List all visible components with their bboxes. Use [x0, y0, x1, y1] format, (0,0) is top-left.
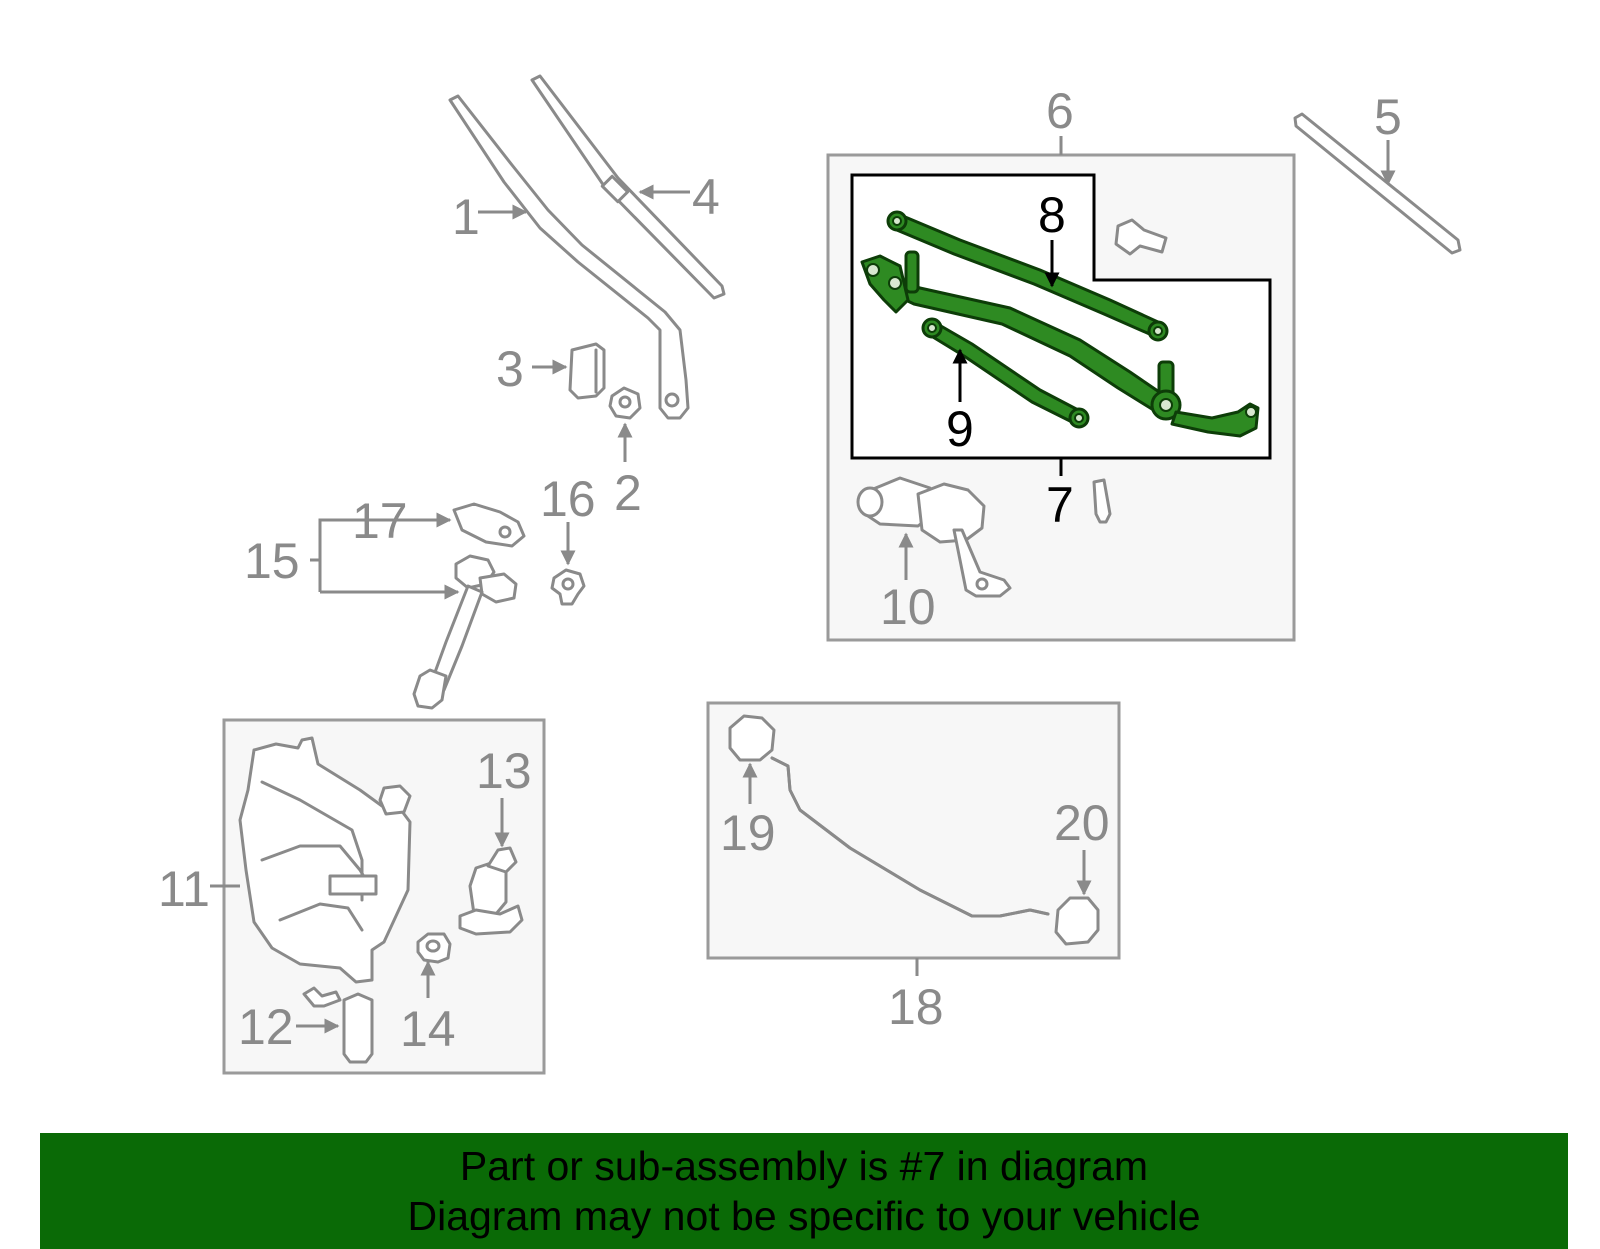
group-box-18	[706, 701, 1121, 960]
left-pivot-hole	[866, 263, 880, 277]
callout-18: 18	[888, 979, 944, 1035]
wiper-blade-clip	[600, 174, 630, 204]
nozzle-part-20[interactable]	[1054, 896, 1100, 946]
callout-11: 11	[158, 861, 210, 917]
callout-15: 15	[244, 533, 300, 589]
callout-16: 16	[540, 471, 596, 527]
rod-8-end-right-hole	[1153, 326, 1163, 336]
pump-outlet	[486, 846, 518, 874]
washer-reservoir-part-11[interactable]	[238, 736, 412, 984]
callout-17: 17	[352, 493, 408, 549]
callout-20: 20	[1054, 795, 1110, 851]
callout-8: 8	[1038, 187, 1066, 243]
pivot-cap-part-3[interactable]	[568, 342, 606, 400]
motor-crank	[952, 528, 1012, 598]
right-pivot-hole	[1159, 398, 1173, 412]
callout-7: 7	[1046, 477, 1074, 533]
nozzle-part-19[interactable]	[728, 714, 776, 762]
washer-pump-part-13[interactable]	[458, 846, 524, 936]
reservoir-tab	[328, 874, 378, 896]
info-banner: Part or sub-assembly is #7 in diagram Di…	[40, 1133, 1568, 1249]
rod-9-end-right-hole	[1074, 413, 1084, 423]
callout-1: 1	[452, 189, 480, 245]
rod-8-end-left-hole	[892, 216, 902, 226]
wiper-arm-pivot-hole	[664, 392, 680, 408]
motor-gearbox	[916, 482, 986, 544]
callout-4: 4	[692, 169, 720, 225]
wiper-arm-part-1[interactable]	[448, 94, 690, 420]
washer-nozzle-part-15[interactable]	[412, 554, 518, 710]
gasket-hole	[498, 525, 512, 539]
reservoir-body	[238, 736, 412, 984]
grommet-hole	[425, 939, 441, 953]
rod-9-end-left-hole	[927, 323, 937, 333]
nozzle-hose-connector	[412, 668, 448, 710]
washer-hose-inner	[770, 756, 1050, 918]
crank-end-hole	[1245, 406, 1257, 418]
callout-13: 13	[476, 743, 532, 799]
motor-end-cap	[856, 486, 884, 518]
reservoir-filler-neck	[378, 784, 412, 816]
bolt-icon	[1114, 218, 1168, 256]
linkage-left-post	[904, 250, 920, 294]
nut-hole	[618, 395, 632, 409]
pin-icon	[1092, 478, 1112, 524]
callout-2: 2	[614, 465, 642, 521]
reservoir-cap-part-12[interactable]	[342, 992, 374, 1064]
wiper-motor-part-10[interactable]	[856, 476, 1012, 598]
callout-5: 5	[1374, 89, 1402, 145]
leader-15	[318, 518, 450, 560]
callout-19: 19	[720, 805, 776, 861]
motor-crank-hole	[975, 577, 989, 591]
clip-hole	[561, 577, 575, 591]
pump-base	[458, 904, 524, 936]
callout-3: 3	[496, 341, 524, 397]
banner-line-1: Part or sub-assembly is #7 in diagram	[459, 1143, 1149, 1189]
wiper-linkage-part-7[interactable]	[860, 250, 1260, 438]
left-pivot-center	[888, 276, 902, 290]
blade-insert-part-5[interactable]	[1293, 112, 1462, 255]
callout-14: 14	[400, 1001, 456, 1057]
callout-9: 9	[946, 401, 974, 457]
linkage-crank-arm	[1170, 402, 1260, 438]
callout-12: 12	[238, 999, 294, 1055]
nozzle-gasket-part-17[interactable]	[452, 502, 526, 548]
screw-part-12	[302, 986, 342, 1008]
nozzle-bracket	[478, 572, 518, 604]
wiper-blade-part-4[interactable]	[530, 74, 726, 300]
callout-6: 6	[1046, 83, 1074, 139]
reservoir-detail-3	[278, 902, 364, 932]
banner-line-2: Diagram may not be specific to your vehi…	[407, 1193, 1201, 1239]
callout-10: 10	[880, 579, 936, 635]
